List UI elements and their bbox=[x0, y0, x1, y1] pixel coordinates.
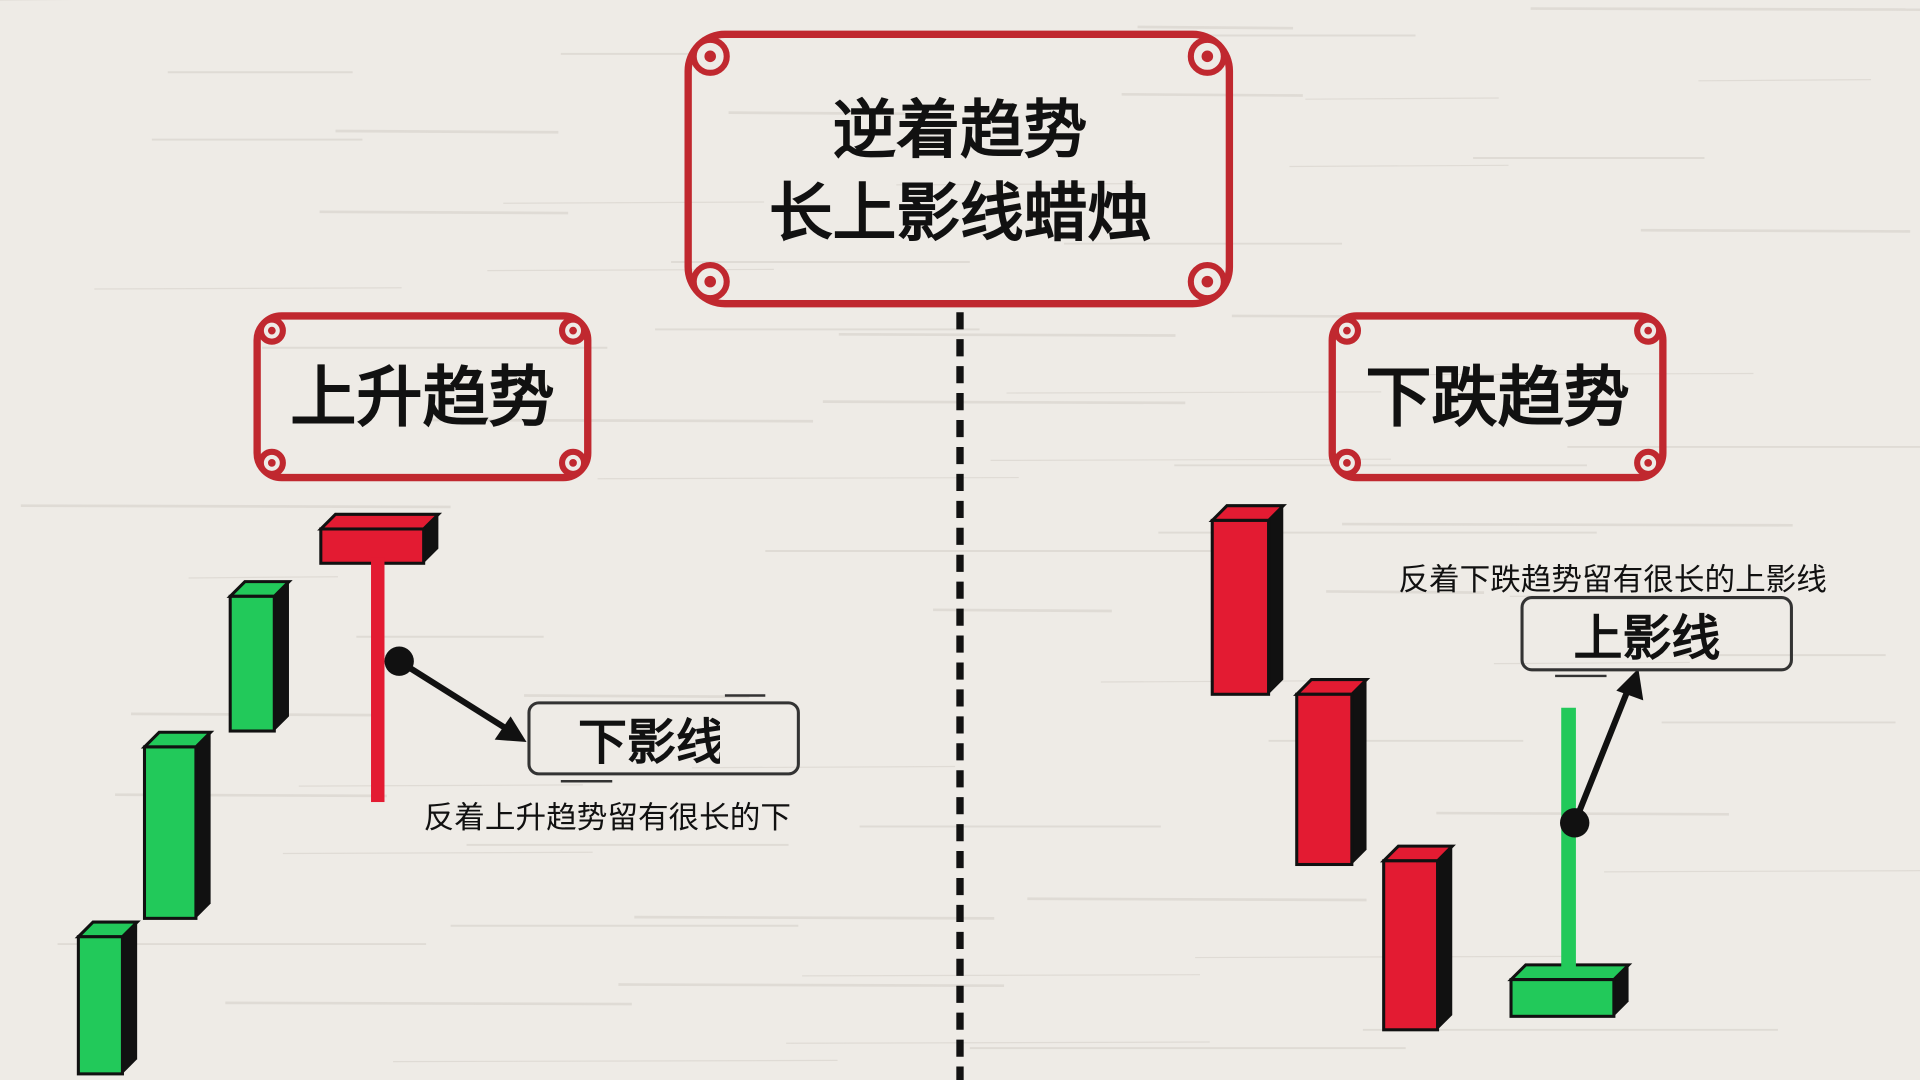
corner-curl-dot bbox=[1201, 50, 1214, 63]
wood-grain bbox=[429, 418, 814, 423]
wood-grain bbox=[1399, 372, 1754, 376]
corner-curl-dot bbox=[267, 326, 276, 335]
candle-side bbox=[1613, 964, 1629, 1017]
corner-curl-dot bbox=[569, 326, 577, 335]
wood-grain bbox=[634, 915, 995, 920]
wood-grain bbox=[319, 210, 569, 215]
wood-grain bbox=[335, 129, 559, 134]
wood-grain bbox=[728, 111, 931, 116]
wood-grain bbox=[1326, 590, 1485, 594]
wood-grain bbox=[1698, 78, 1872, 82]
label-box-left bbox=[527, 701, 800, 776]
corner-curl-dot bbox=[267, 459, 276, 467]
candle-side bbox=[1351, 679, 1367, 865]
candle-side bbox=[122, 922, 138, 1074]
uptrend-heading-frame: 上升趋势 bbox=[253, 312, 592, 482]
wood-grain bbox=[1027, 897, 1367, 902]
bear-candle-1 bbox=[1208, 504, 1287, 696]
wood-grain bbox=[393, 1059, 838, 1063]
arrow-head-left bbox=[494, 716, 527, 743]
candle-body bbox=[1295, 692, 1354, 867]
lower-shadow-label: 下影线 bbox=[578, 714, 725, 771]
wood-grain bbox=[524, 694, 750, 699]
pointer-dot-left bbox=[384, 646, 414, 676]
arrow-line-right bbox=[1571, 687, 1632, 824]
downtrend-heading: 下跌趋势 bbox=[1365, 359, 1629, 436]
bear-candle-2 bbox=[1293, 678, 1371, 867]
candle-side bbox=[195, 732, 211, 919]
wood-grain bbox=[896, 183, 1137, 186]
candle-body bbox=[1210, 518, 1271, 696]
candle-side bbox=[1268, 505, 1284, 695]
wood-grain bbox=[20, 504, 451, 509]
frame-border bbox=[684, 30, 1234, 308]
bull-candle-1 bbox=[74, 920, 141, 1076]
wood-grain bbox=[1137, 25, 1294, 30]
downtrend-caption: 反着下跌趋势留有很长的上影线 bbox=[1398, 563, 1827, 598]
wood-grain bbox=[188, 576, 338, 579]
wood-grain bbox=[1121, 92, 1303, 97]
upper-shadow-label: 上影线 bbox=[1573, 610, 1720, 667]
candle-body bbox=[142, 745, 198, 920]
candle-side bbox=[423, 514, 439, 564]
wood-grain bbox=[990, 458, 1392, 462]
wood-grain bbox=[597, 476, 1019, 480]
arrow-head-right bbox=[1616, 668, 1644, 701]
wood-grain bbox=[786, 1041, 1210, 1044]
corner-curl-dot bbox=[704, 275, 716, 288]
wood-grain bbox=[838, 332, 1176, 337]
candle-body bbox=[1509, 978, 1616, 1018]
wood-grain bbox=[1493, 661, 1690, 665]
bull-candle-2 bbox=[140, 730, 215, 920]
candle-side bbox=[274, 581, 289, 732]
title-frame: 逆着趋势 长上影线蜡烛 bbox=[684, 30, 1234, 308]
uptrend-caption: 反着上升趋势留有很长的下 bbox=[424, 801, 791, 836]
arrow-line-left bbox=[397, 658, 510, 733]
bull-candle-3 bbox=[226, 580, 293, 733]
lower-shadow-line bbox=[371, 557, 385, 803]
wood-grain bbox=[487, 268, 774, 272]
wood-grain bbox=[503, 201, 765, 204]
label-box-right bbox=[1520, 596, 1793, 672]
wood-grain bbox=[1640, 228, 1911, 233]
wood-grain bbox=[1289, 164, 1509, 168]
bear-candle-3 bbox=[1379, 844, 1456, 1032]
wood-grain bbox=[802, 974, 1201, 977]
wood-grain bbox=[1342, 522, 1793, 527]
candle-body bbox=[228, 594, 276, 733]
corner-curl-dot bbox=[1201, 275, 1214, 288]
corner-curl-dot bbox=[569, 459, 577, 467]
frame-border bbox=[253, 312, 592, 482]
candle-body bbox=[76, 935, 124, 1076]
wood-grain bbox=[1006, 391, 1382, 394]
title-line-1: 逆着趋势 bbox=[833, 94, 1088, 168]
wood-grain bbox=[618, 983, 1005, 988]
corner-curl-dot bbox=[704, 50, 716, 63]
wood-grain bbox=[822, 400, 1186, 405]
frame-border bbox=[1328, 312, 1667, 482]
corner-curl-dot bbox=[1644, 459, 1653, 467]
wood-grain bbox=[1305, 97, 1499, 100]
pointer-dot-right bbox=[1560, 808, 1590, 838]
corner-curl-dot bbox=[1644, 326, 1653, 335]
candle-top bbox=[317, 512, 443, 531]
wood-grain bbox=[225, 1001, 632, 1006]
inverted-hammer-body bbox=[317, 512, 443, 565]
wood-grain bbox=[94, 287, 402, 290]
shooting-star-body bbox=[1507, 963, 1633, 1018]
candle-body bbox=[1382, 859, 1440, 1032]
uptrend-heading: 上升趋势 bbox=[290, 359, 554, 436]
wood-grain bbox=[282, 851, 593, 855]
corner-curl-dot bbox=[1343, 459, 1351, 467]
wood-grain bbox=[1604, 870, 1920, 873]
candle-side bbox=[1437, 846, 1453, 1030]
candles bbox=[74, 504, 1633, 1076]
downtrend-heading-frame: 下跌趋势 bbox=[1328, 312, 1667, 482]
wood-grain bbox=[298, 784, 583, 787]
corner-curl-dot bbox=[1343, 326, 1351, 335]
upper-shadow-line bbox=[1561, 707, 1576, 970]
title-line-2: 长上影线蜡烛 bbox=[769, 177, 1151, 251]
wood-grain bbox=[691, 765, 956, 769]
wood-grain bbox=[1530, 7, 1920, 11]
